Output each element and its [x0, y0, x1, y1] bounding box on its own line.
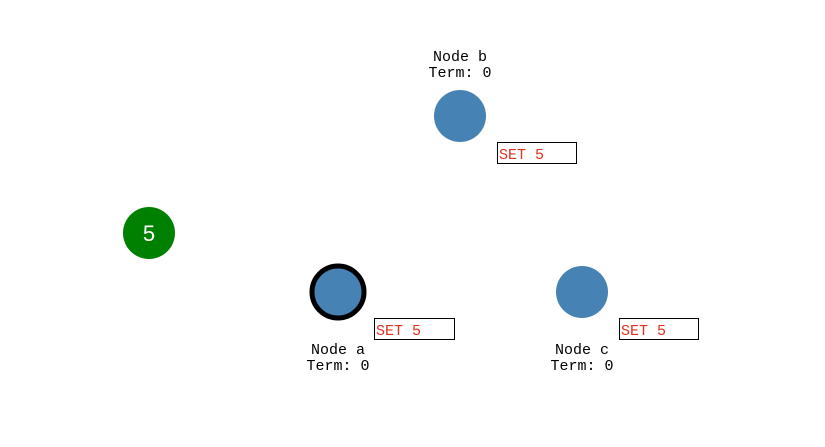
node-c-circle[interactable]	[556, 266, 608, 318]
node-a-log-box	[374, 318, 455, 340]
node-b-circle[interactable]	[434, 90, 486, 142]
node-c-log-box	[619, 318, 699, 340]
node-a-circle[interactable]	[309, 263, 367, 321]
client-circle[interactable]	[123, 207, 175, 259]
node-b-name: Node b	[433, 49, 487, 66]
node-c-name: Node c	[555, 342, 609, 359]
node-b[interactable]: Node b Term: 0 SET 5	[428, 49, 577, 164]
node-b-log-box	[497, 142, 577, 164]
node-a-term: Term: 0	[306, 358, 369, 375]
node-b-log-entry: SET 5	[499, 147, 544, 164]
node-a-log-entry: SET 5	[376, 323, 421, 340]
node-a[interactable]: SET 5 Node a Term: 0	[306, 263, 455, 375]
node-c[interactable]: SET 5 Node c Term: 0	[550, 266, 699, 375]
node-b-term: Term: 0	[428, 65, 491, 82]
client[interactable]: 5	[123, 207, 175, 259]
node-a-name: Node a	[311, 342, 365, 359]
node-c-term: Term: 0	[550, 358, 613, 375]
node-c-log-entry: SET 5	[621, 323, 666, 340]
client-value: 5	[143, 221, 155, 246]
